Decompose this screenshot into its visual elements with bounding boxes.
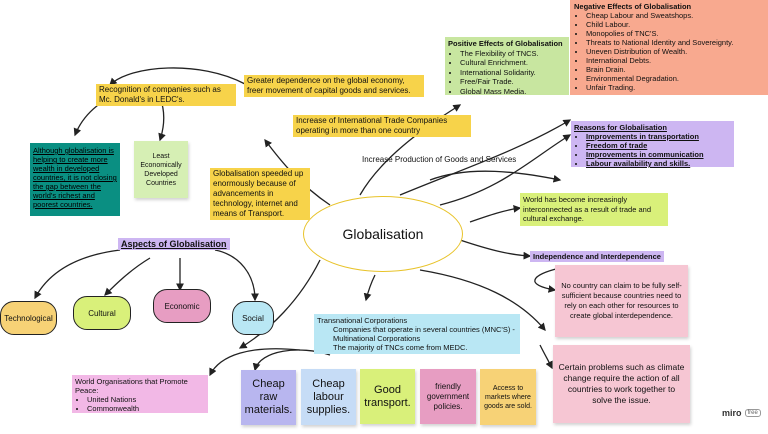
wealth-gap-note[interactable]: Although globalisation is helping to cre…	[30, 143, 120, 216]
aspect-social[interactable]: Social	[232, 301, 274, 335]
positive-effects-note[interactable]: Positive Effects of Globalisation The Fl…	[445, 37, 569, 97]
aspects-title[interactable]: Aspects of Globalisation	[118, 238, 230, 250]
miro-free-badge: free	[744, 409, 761, 417]
reason-government-policies[interactable]: friendly government policies.	[420, 369, 476, 424]
reasons-list: Improvements in transportation Freedom o…	[574, 132, 731, 168]
list-item: Threats to National Identity and Soverei…	[586, 38, 764, 47]
reason-good-transport[interactable]: Good transport.	[360, 369, 415, 424]
self-sufficient-note[interactable]: No country can claim to be fully self-su…	[555, 265, 688, 337]
climate-note[interactable]: Certain problems such as climate change …	[553, 345, 690, 423]
sped-up-text[interactable]: Globalisation speeded up enormously beca…	[210, 168, 310, 220]
increase-production-text[interactable]: Increase Production of Goods and Service…	[362, 155, 517, 164]
reasons-note[interactable]: Reasons for Globalisation Improvements i…	[571, 121, 734, 168]
aspect-cultural[interactable]: Cultural	[73, 296, 131, 330]
aspect-economic[interactable]: Economic	[153, 289, 211, 323]
independence-title[interactable]: Independence and Interdependence	[530, 251, 664, 262]
reasons-title: Reasons for Globalisation	[574, 123, 667, 132]
international-trade-text[interactable]: Increase of International Trade Companie…	[293, 115, 471, 137]
reason-cheap-raw-materials[interactable]: Cheap raw materials.	[241, 370, 296, 425]
list-item: The Flexibility of TNCS.	[460, 49, 566, 59]
positive-effects-title: Positive Effects of Globalisation	[448, 39, 563, 48]
list-item: Monopolies of TNC'S.	[586, 29, 764, 38]
reason-cheap-labour[interactable]: Cheap labour supplies.	[301, 369, 356, 425]
tnc-line: Companies that operate in several countr…	[333, 325, 515, 343]
list-item: Labour availability and skills.	[586, 159, 731, 168]
ledc-note[interactable]: Least Economically Developed Countries	[134, 141, 188, 198]
miro-logo[interactable]: miro free	[722, 408, 761, 418]
negative-effects-note[interactable]: Negative Effects of Globalisation Cheap …	[570, 0, 768, 95]
list-item: Improvements in transportation	[586, 132, 731, 141]
list-item: Freedom of trade	[586, 141, 731, 150]
reason-access-to-markets[interactable]: Access to markets where goods are sold.	[480, 369, 536, 425]
list-item: International Debts.	[586, 56, 764, 65]
interconnected-note[interactable]: World has become increasingly interconne…	[520, 193, 668, 226]
list-item: United Nations	[87, 395, 205, 404]
list-item: Cheap Labour and Sweatshops.	[586, 11, 764, 20]
recognition-text[interactable]: Recognition of companies such as Mc. Don…	[96, 84, 236, 106]
negative-effects-title: Negative Effects of Globalisation	[574, 2, 692, 11]
central-node-label: Globalisation	[342, 226, 424, 242]
list-item: International Solidarity.	[460, 68, 566, 78]
world-orgs-title: World Organisations that Promote Peace:	[75, 377, 188, 395]
list-item: Unfair Trading.	[586, 83, 764, 92]
miro-logo-text: miro	[722, 408, 742, 418]
world-orgs-note[interactable]: World Organisations that Promote Peace: …	[72, 375, 208, 413]
central-node[interactable]: Globalisation	[303, 196, 463, 272]
list-item: Brain Drain.	[586, 65, 764, 74]
list-item: Global Mass Media.	[460, 87, 566, 97]
positive-effects-list: The Flexibility of TNCS. Cultural Enrich…	[448, 49, 566, 97]
greater-dependence-text[interactable]: Greater dependence on the global economy…	[244, 75, 424, 97]
world-orgs-list: United Nations Commonwealth	[75, 395, 205, 413]
list-item: Commonwealth	[87, 404, 205, 413]
list-item: Free/Fair Trade.	[460, 77, 566, 87]
aspect-technological[interactable]: Technological	[0, 301, 57, 335]
list-item: Uneven Distribution of Wealth.	[586, 47, 764, 56]
negative-effects-list: Cheap Labour and Sweatshops. Child Labou…	[574, 11, 764, 92]
tnc-note[interactable]: Transnational Corporations Companies tha…	[314, 314, 520, 354]
list-item: Cultural Enrichment.	[460, 58, 566, 68]
list-item: Environmental Degradation.	[586, 74, 764, 83]
tnc-title: Transnational Corporations	[317, 316, 408, 325]
tnc-line: The majority of TNCs come from MEDC.	[333, 343, 468, 352]
list-item: Improvements in communication	[586, 150, 731, 159]
list-item: Child Labour.	[586, 20, 764, 29]
